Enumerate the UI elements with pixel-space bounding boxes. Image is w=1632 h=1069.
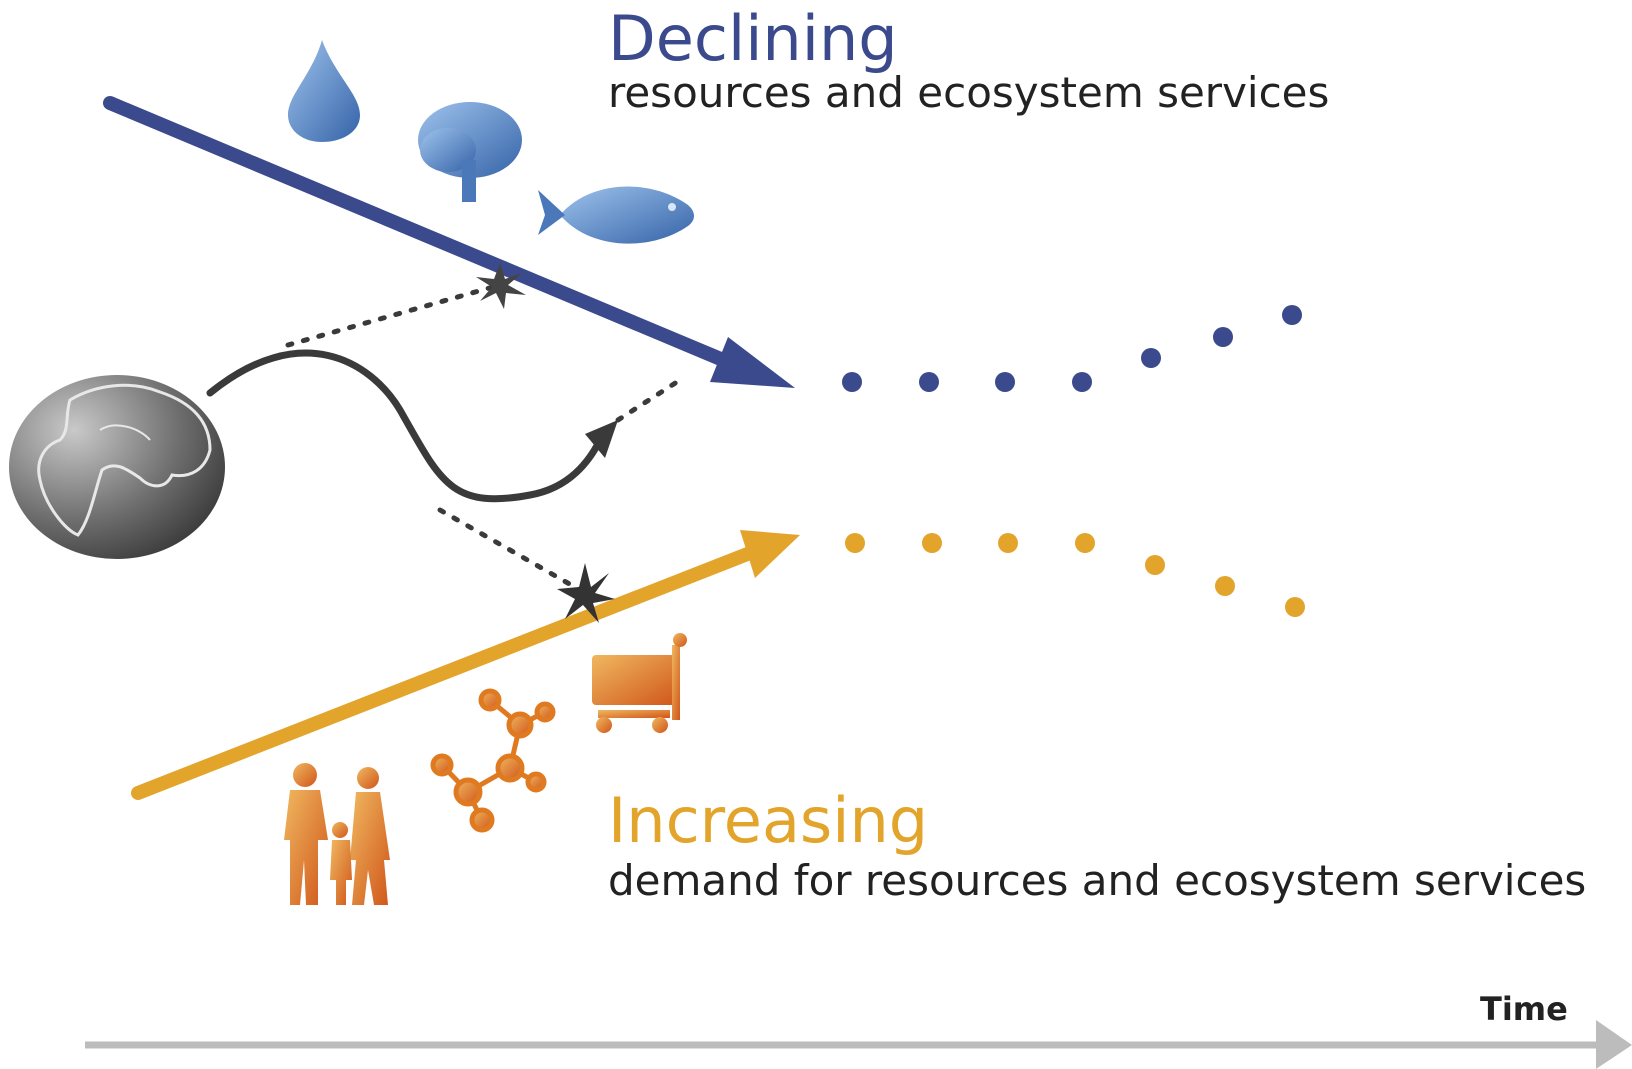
- molecule-icon: [430, 688, 556, 833]
- declining-dot: [842, 372, 862, 392]
- declining-dot: [1282, 305, 1302, 325]
- declining-dot: [995, 372, 1015, 392]
- tree-icon: [418, 102, 522, 202]
- pathway-curve: [206, 349, 683, 503]
- shopping-cart-icon: [592, 633, 687, 733]
- declining-subtitle: resources and ecosystem services: [608, 68, 1330, 117]
- increasing-dot: [845, 533, 865, 553]
- increasing-projection-dots: [845, 533, 1305, 617]
- increasing-dot: [1285, 597, 1305, 617]
- declining-projection-dots: [842, 305, 1302, 392]
- increasing-dot: [922, 533, 942, 553]
- dotted-path-upper: [285, 263, 526, 348]
- declining-arrow: [103, 96, 795, 388]
- increasing-title: Increasing: [608, 784, 929, 857]
- time-axis: [85, 1020, 1632, 1069]
- increasing-dot: [1075, 533, 1095, 553]
- impact-burst-icon: [557, 563, 615, 623]
- fish-icon: [538, 186, 694, 244]
- declining-dot: [1141, 348, 1161, 368]
- increasing-dot: [998, 533, 1018, 553]
- impact-burst-icon: [476, 263, 526, 309]
- declining-dot: [1072, 372, 1092, 392]
- declining-dot: [1213, 327, 1233, 347]
- family-icon: [284, 763, 390, 905]
- dotted-path-lower: [437, 507, 615, 623]
- increasing-dot: [1145, 555, 1165, 575]
- declining-dot: [919, 372, 939, 392]
- declining-title: Declining: [608, 2, 898, 75]
- increasing-arrow: [131, 530, 800, 800]
- increasing-dot: [1215, 576, 1235, 596]
- water-drop-icon: [288, 40, 360, 142]
- time-axis-label: Time: [1480, 990, 1568, 1028]
- globe-icon: [9, 375, 225, 559]
- increasing-subtitle: demand for resources and ecosystem servi…: [608, 856, 1587, 905]
